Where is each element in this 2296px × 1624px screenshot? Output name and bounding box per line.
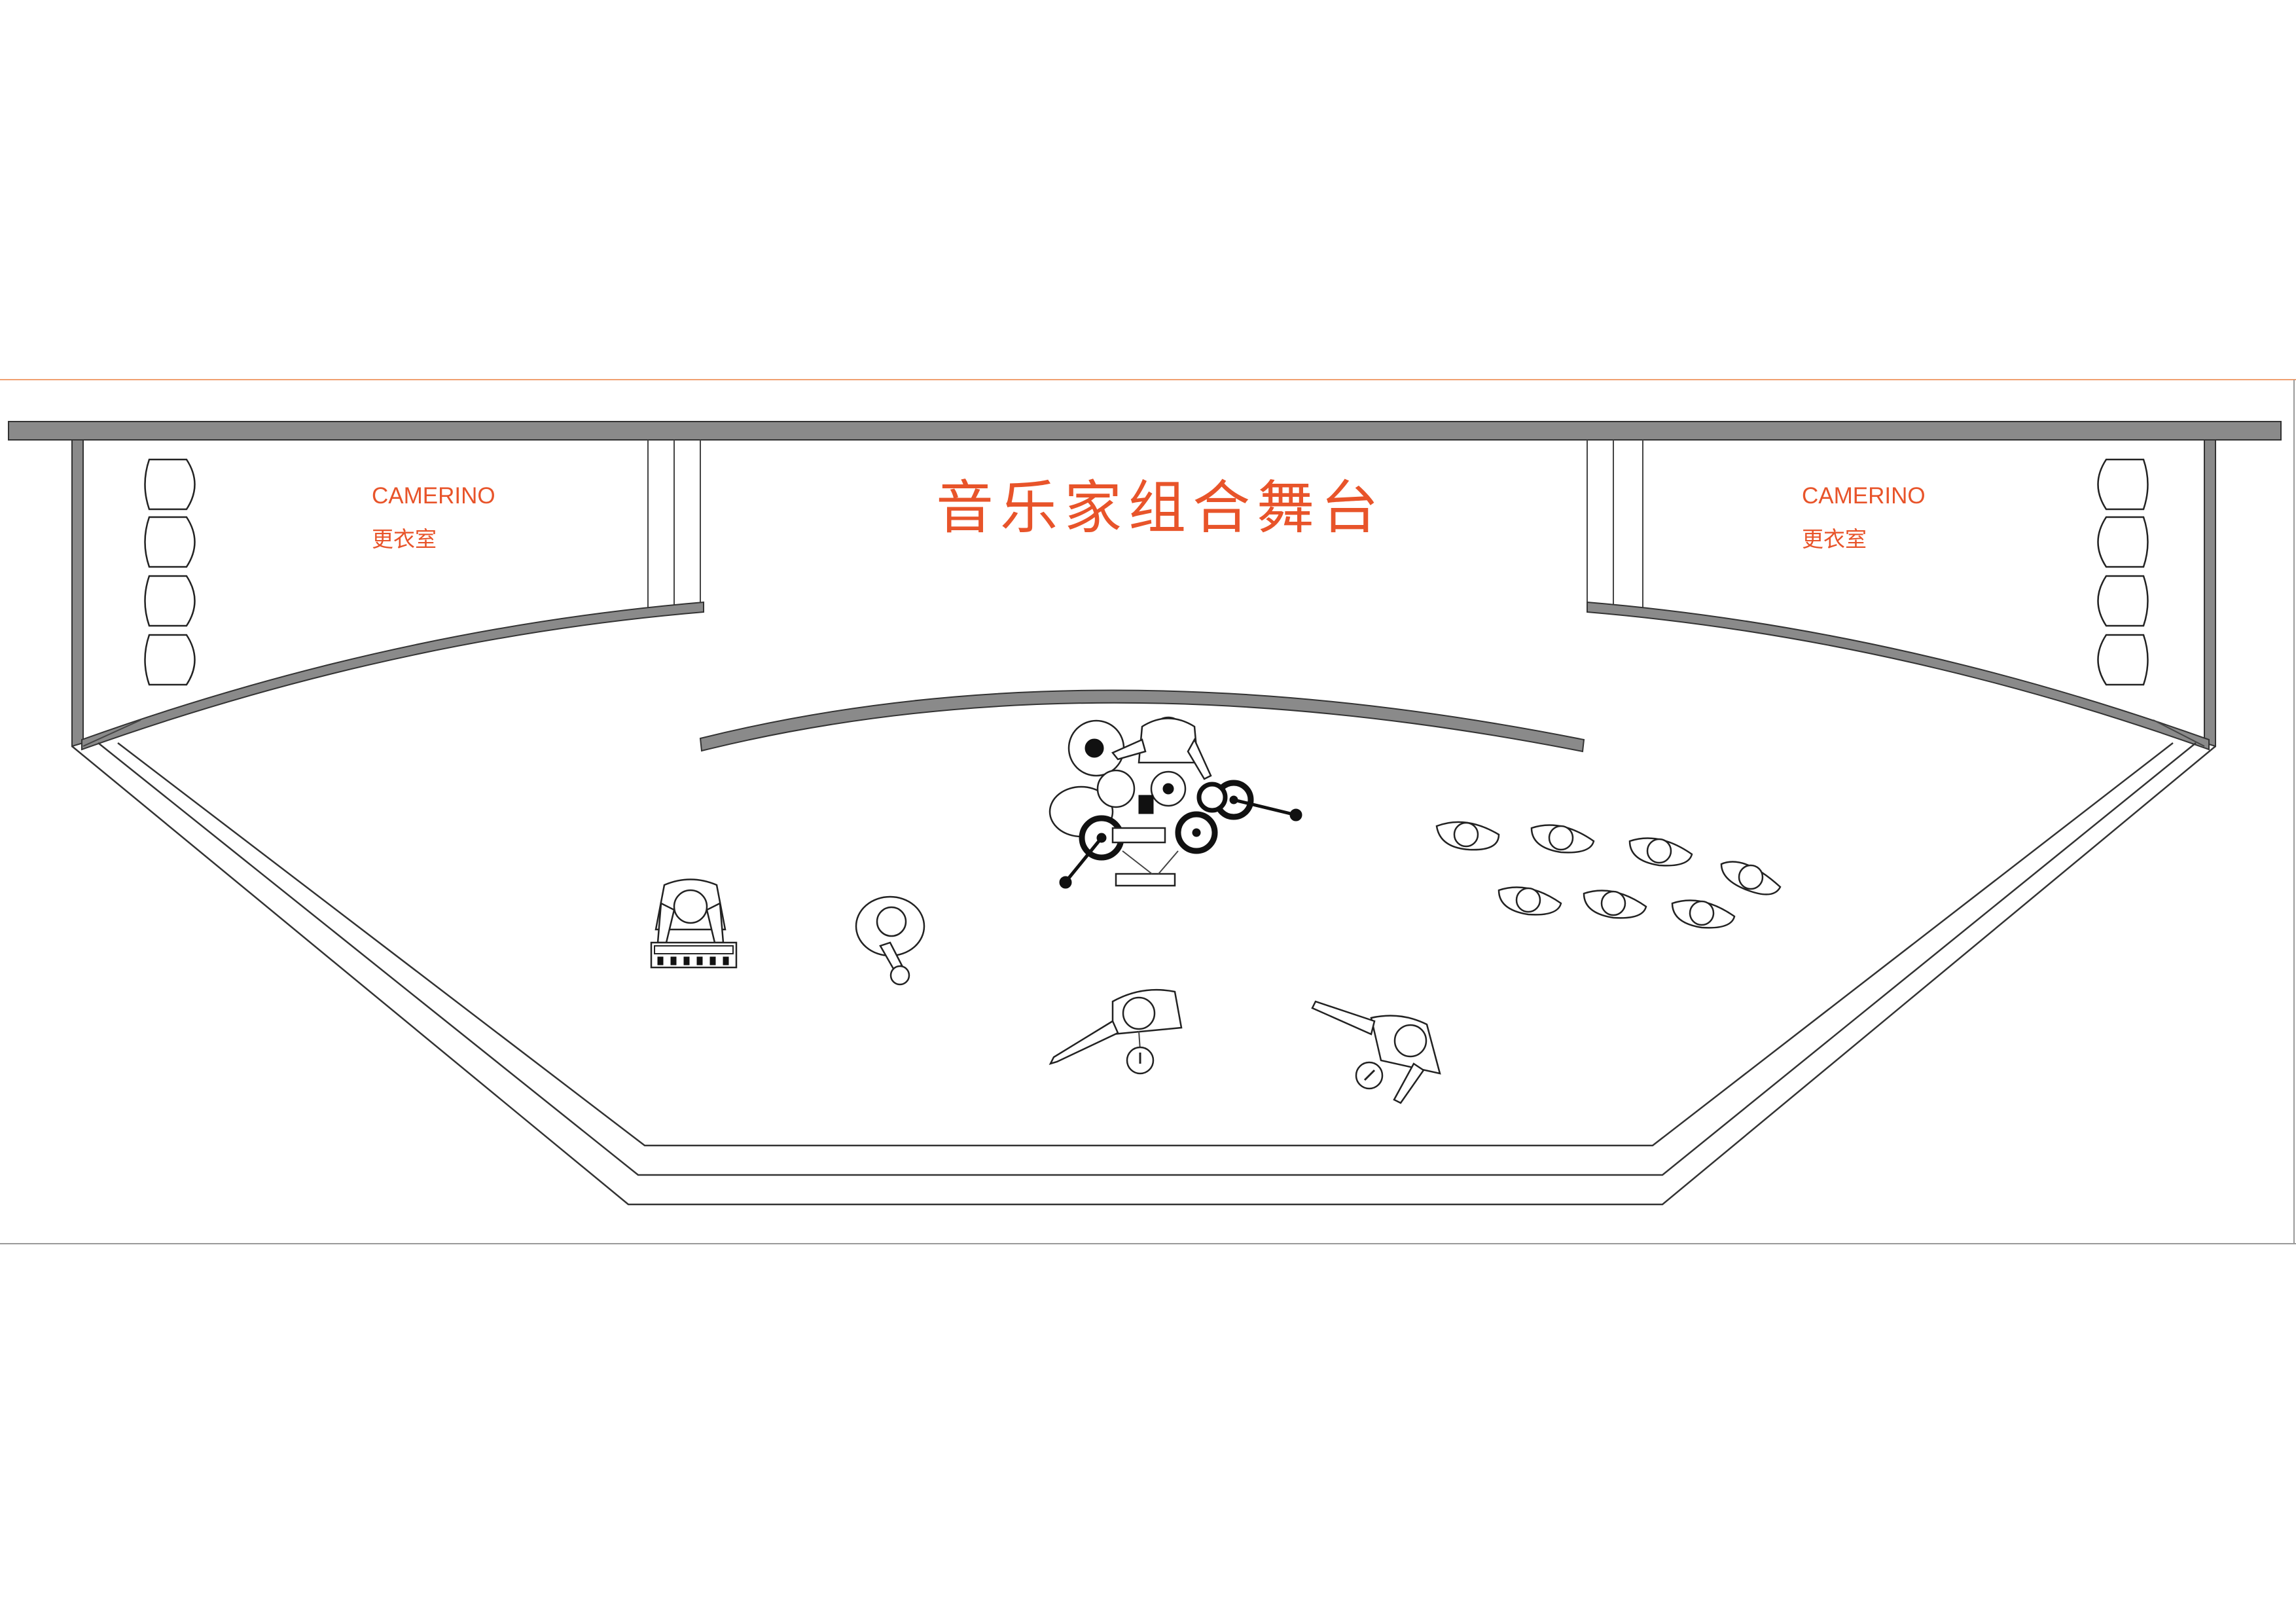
back-wall — [8, 421, 2282, 441]
drum-kit-icon — [1049, 716, 1302, 889]
left-room-label-zh: 更衣室 — [372, 526, 437, 552]
dressing-room-chair-icon — [2097, 458, 2149, 686]
stage-edge-inner — [117, 742, 2174, 1147]
right-dressing-room-diag — [2153, 719, 2205, 747]
keyboard-player-icon — [650, 878, 738, 969]
left-side-wall — [71, 439, 84, 748]
left-room-label: CAMERINO — [372, 483, 495, 509]
backdrop-curved-wall — [699, 689, 1585, 753]
stage-title: 音乐家组合舞台 — [936, 474, 1386, 541]
left-dressing-room-diag — [82, 719, 141, 747]
right-side-wall — [2204, 439, 2216, 748]
music-stand-icon — [1355, 1061, 1384, 1090]
right-room-label-zh: 更衣室 — [1802, 526, 1867, 552]
dressing-room-chair-icon — [144, 458, 196, 686]
right-room-label: CAMERINO — [1802, 483, 1926, 509]
ensemble-figure-icon — [1435, 821, 1782, 929]
guitar-player-icon — [855, 895, 925, 986]
singer-icon — [1311, 1000, 1441, 1104]
left-dressing-room-wall — [81, 601, 704, 751]
right-dressing-room-wall — [1587, 601, 2210, 751]
stage-edge-middle — [98, 742, 2197, 1176]
music-stand-icon — [1126, 1046, 1155, 1075]
singer-icon — [1049, 988, 1183, 1066]
stage-edge-outer — [71, 746, 2216, 1206]
